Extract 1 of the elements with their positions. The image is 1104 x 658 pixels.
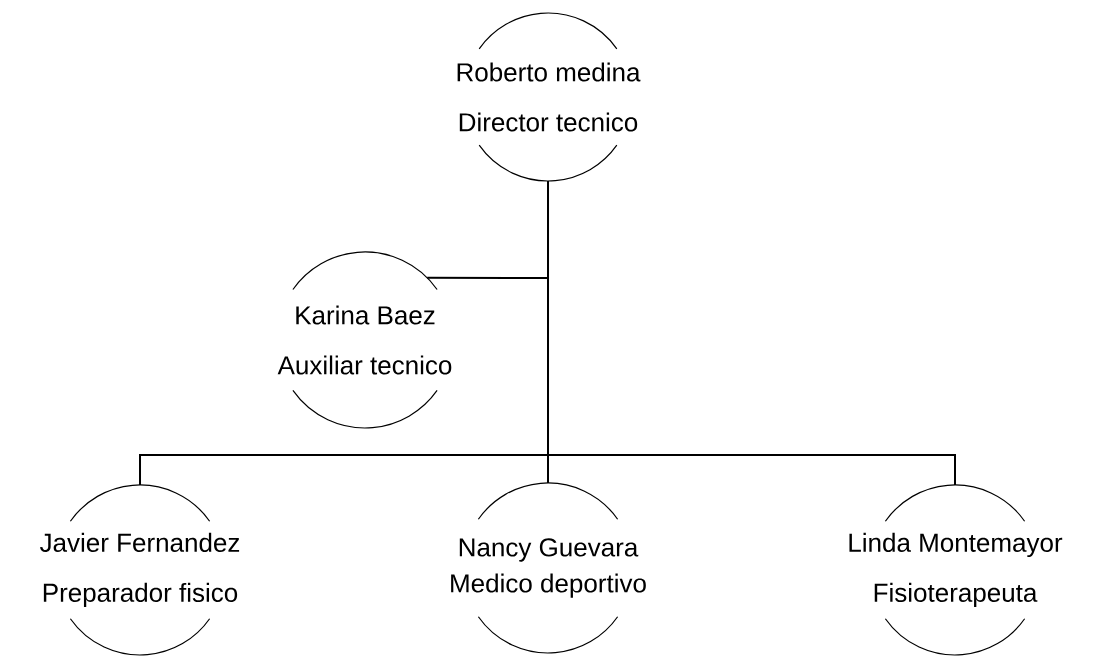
connector-line	[547, 180, 956, 486]
